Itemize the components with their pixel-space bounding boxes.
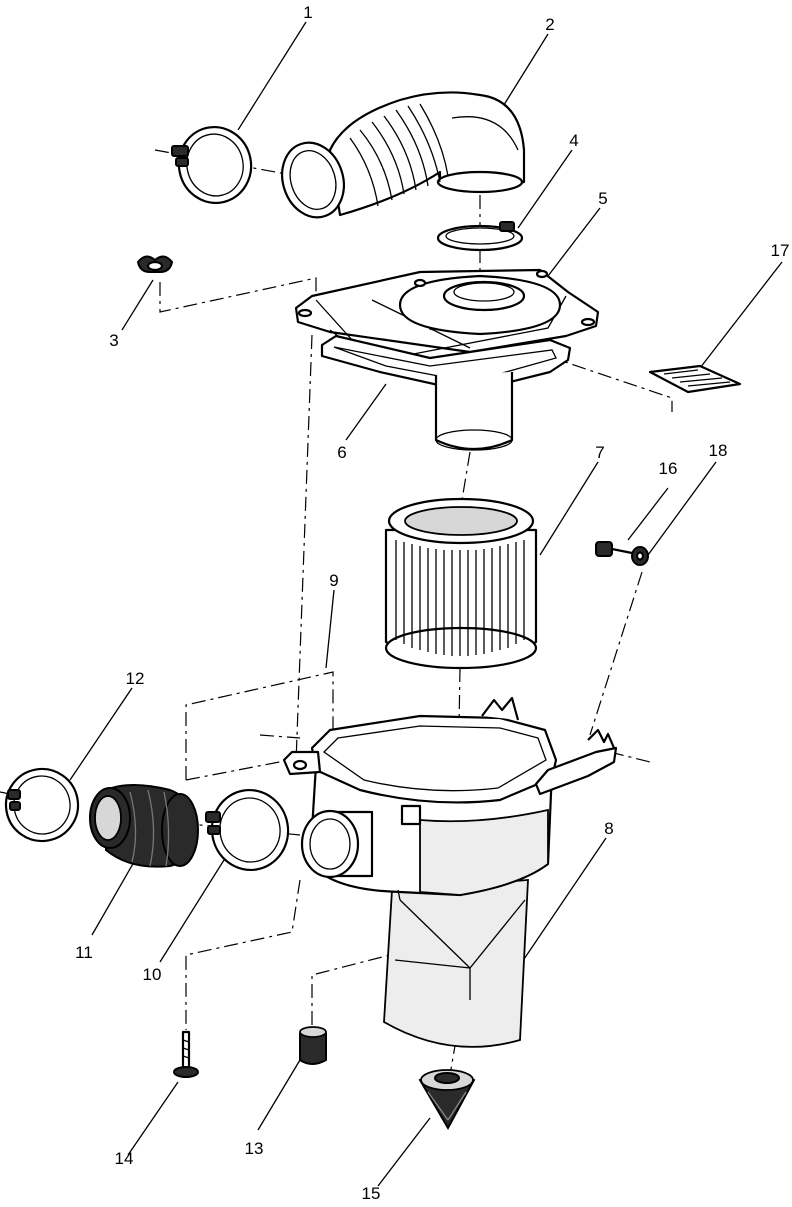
clamp-top-left [171, 125, 253, 205]
washer [631, 546, 649, 566]
outlet-boot [89, 784, 199, 868]
callout-3: 3 [109, 331, 118, 350]
callout-18: 18 [709, 441, 728, 460]
callout-8: 8 [604, 819, 613, 838]
clamp-small [436, 221, 524, 252]
cover-gasket [320, 334, 572, 451]
callout-7: 7 [595, 443, 604, 462]
callout-12: 12 [126, 669, 145, 688]
intake-boot-elbow [281, 91, 526, 219]
callout-17: 17 [771, 241, 790, 260]
leader-lines [69, 21, 783, 1187]
callout-15: 15 [362, 1184, 381, 1202]
clamp-outlet [205, 788, 290, 872]
callout-9: 9 [329, 571, 338, 590]
callout-16: 16 [659, 459, 678, 478]
callout-4: 4 [569, 131, 578, 150]
callout-10: 10 [143, 965, 162, 984]
drain-cap [418, 1069, 476, 1131]
callout-6: 6 [337, 443, 346, 462]
air-filter-element [384, 497, 538, 670]
callout-2: 2 [545, 15, 554, 34]
decal [648, 364, 742, 394]
callout-labels: 1 2 3 4 5 6 7 8 9 10 11 12 13 14 15 16 1… [75, 3, 790, 1203]
callout-14: 14 [115, 1149, 134, 1168]
nut [299, 1026, 327, 1065]
wing-nut [136, 255, 174, 273]
callout-5: 5 [598, 189, 607, 208]
callout-1: 1 [303, 3, 312, 22]
airbox-housing [282, 696, 618, 1048]
bolt [173, 1030, 199, 1078]
callout-11: 11 [75, 943, 93, 962]
airbox-cover [294, 268, 600, 363]
callout-13: 13 [245, 1139, 264, 1158]
screw [595, 541, 634, 557]
clamp-left [4, 767, 80, 843]
assembly-lines [0, 149, 673, 1076]
